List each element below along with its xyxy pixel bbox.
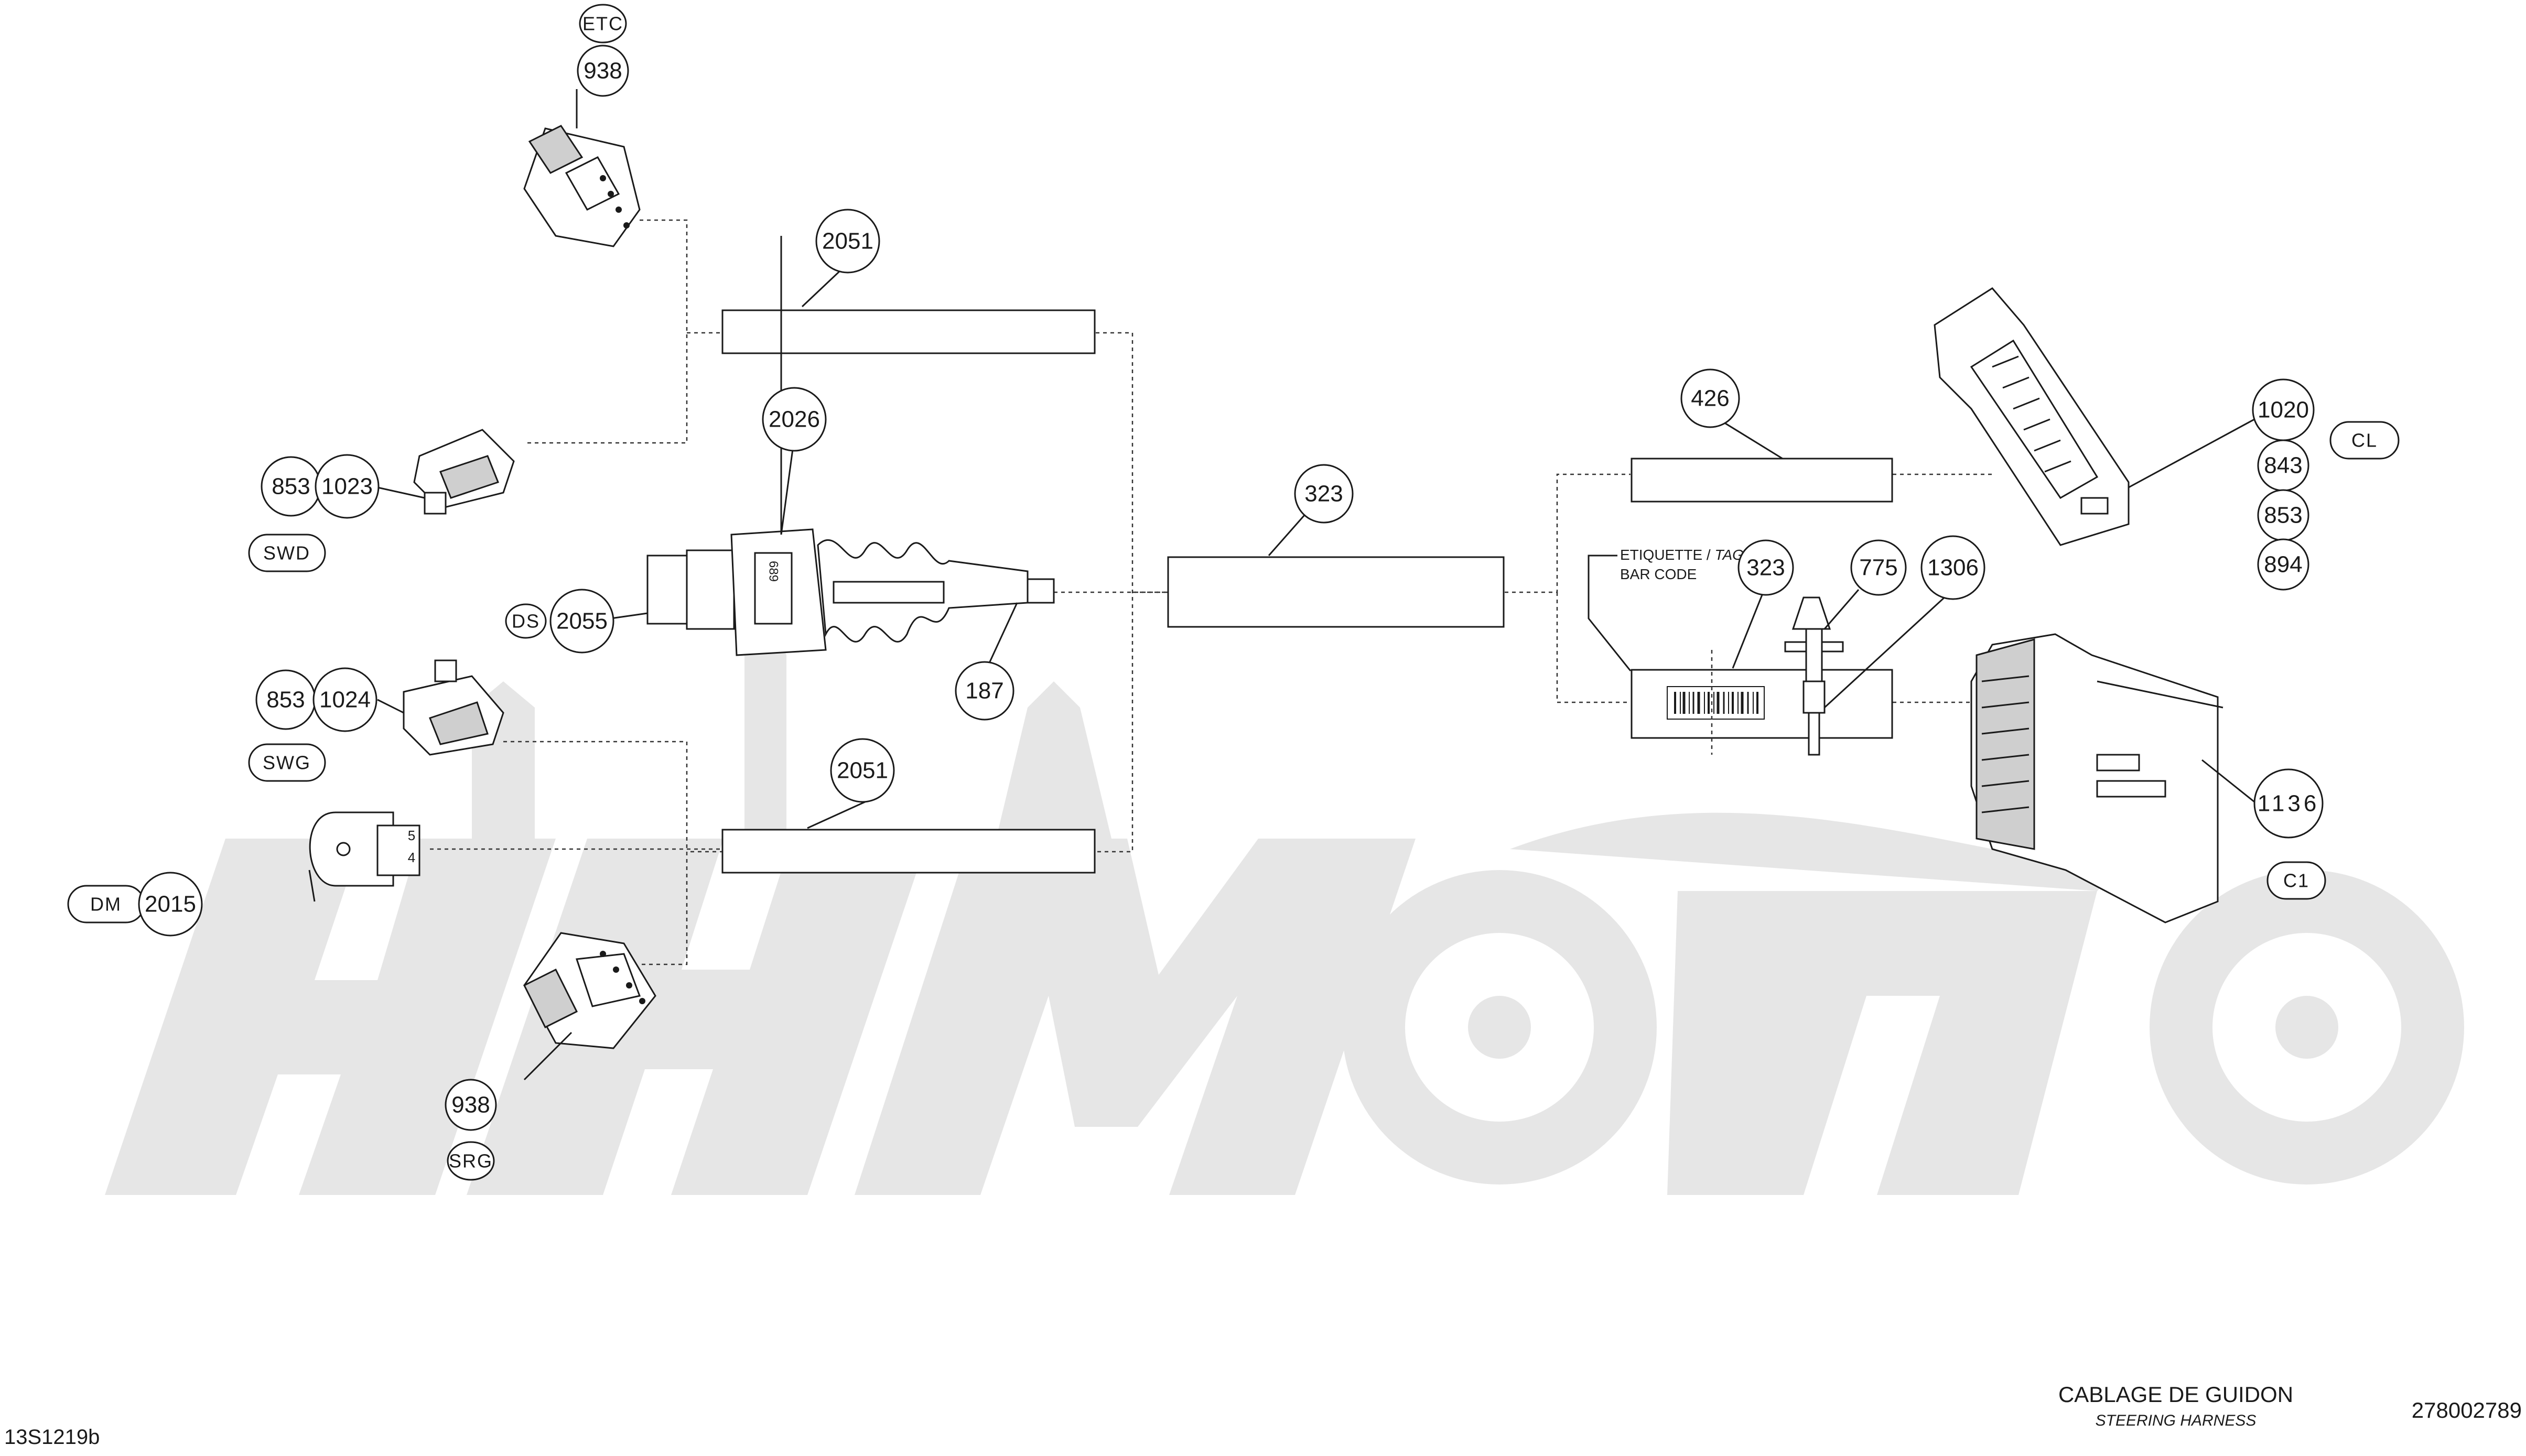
routing-lines: [430, 219, 1992, 965]
title-english: STEERING HARNESS: [2096, 1412, 2257, 1429]
balloon-2026: 2026: [762, 387, 827, 452]
tag-c1: C1: [2283, 870, 2309, 892]
sleeve-top: [721, 309, 1096, 354]
balloon-ds-2055: DS 2055: [505, 589, 614, 654]
dm-pin-5: 5: [408, 828, 415, 843]
label-etiquette: ETIQUETTE / TAG: [1620, 547, 1744, 563]
part-no-1024: 1024: [319, 687, 371, 713]
code-853-upper: 853: [272, 474, 310, 499]
tag-box: [1631, 458, 1893, 503]
tag-swg: SWG: [263, 752, 311, 774]
balloon-853-1023: 853 1023 SWD: [248, 454, 380, 572]
part-number: 278002789: [2412, 1398, 2522, 1422]
balloon-2051-bottom: 2051: [830, 738, 895, 803]
sleeve-bottom: [721, 829, 1096, 874]
balloon-1306: 1306: [1920, 535, 1985, 600]
pin-part: [1784, 596, 1844, 756]
tag-swd: SWD: [263, 542, 310, 564]
part-no-1020: 1020: [2258, 397, 2309, 423]
part-no-843: 843: [2264, 453, 2302, 479]
bottom-connector: [523, 932, 656, 1049]
watermark-logo: [105, 603, 2464, 1195]
balloon-323-main: 323: [1294, 464, 1354, 524]
cl-connector: [1934, 287, 2130, 546]
ds-connector-boot: 689: [646, 236, 1055, 656]
code-srg: SRG: [449, 1150, 493, 1172]
part-no-1023: 1023: [321, 474, 373, 499]
label-bar-code: BAR CODE: [1620, 566, 1697, 582]
upper-switch-connector: [413, 429, 515, 515]
part-no-1136: 1136: [2258, 791, 2320, 817]
code-853-lower: 853: [266, 687, 305, 713]
balloon-dm-2015: DM 2015: [67, 872, 203, 937]
title-block: CABLAGE DE GUIDON STEERING HARNESS 27800…: [4, 1382, 2522, 1449]
balloon-853-1024: 853 1024 SWG: [248, 667, 377, 782]
balloon-2051-top: 2051: [815, 209, 880, 274]
part-no-426: 426: [1691, 386, 1729, 411]
balloon-1136: 1136 C1: [2253, 768, 2326, 900]
balloon-775: 775: [1850, 539, 1907, 596]
part-no-2055: 2055: [556, 609, 608, 634]
part-no-775: 775: [1859, 555, 1897, 581]
title-french: CABLAGE DE GUIDON: [2058, 1382, 2293, 1407]
balloon-938-top: ETC 938: [577, 4, 629, 97]
dm-part: 5 4: [309, 811, 420, 887]
part-no-323-main: 323: [1304, 481, 1343, 507]
main-harness-box: [1167, 556, 1505, 628]
code-ds: DS: [512, 611, 540, 632]
part-no-894: 894: [2264, 552, 2302, 578]
balloon-938-bottom: 938 SRG: [445, 1079, 497, 1181]
part-no-323-barcode: 323: [1746, 555, 1785, 581]
balloon-cl-group: 1020 843 853 894 CL: [2252, 378, 2400, 591]
part-no-2015: 2015: [145, 892, 196, 917]
part-no-2051-top: 2051: [822, 229, 873, 254]
part-no-938-bottom: 938: [451, 1092, 490, 1118]
dm-pin-4: 4: [408, 850, 415, 865]
part-no-938-top: 938: [584, 58, 622, 84]
part-no-2051-bottom: 2051: [837, 758, 888, 784]
part-no-2026: 2026: [769, 407, 820, 432]
c1-connector: [1970, 633, 2223, 923]
lower-switch-connector: [403, 659, 504, 756]
balloon-426: 426: [1680, 368, 1740, 428]
top-connector: [523, 125, 641, 247]
code-dm: DM: [90, 894, 122, 915]
boot-label: 689: [767, 561, 781, 582]
part-no-1306: 1306: [1927, 555, 1979, 581]
barcode: [1667, 650, 1765, 755]
tag-cl: CL: [2351, 430, 2378, 451]
part-no-187: 187: [965, 678, 1003, 704]
balloon-323-barcode: 323: [1737, 539, 1794, 596]
code-etc: ETC: [582, 13, 623, 35]
part-no-853-cl: 853: [2264, 503, 2302, 528]
etiquette-label: ETIQUETTE / TAG BAR CODE: [1620, 547, 1744, 582]
balloon-187: 187: [955, 661, 1014, 721]
drawing-ref: 13S1219b: [4, 1426, 100, 1449]
